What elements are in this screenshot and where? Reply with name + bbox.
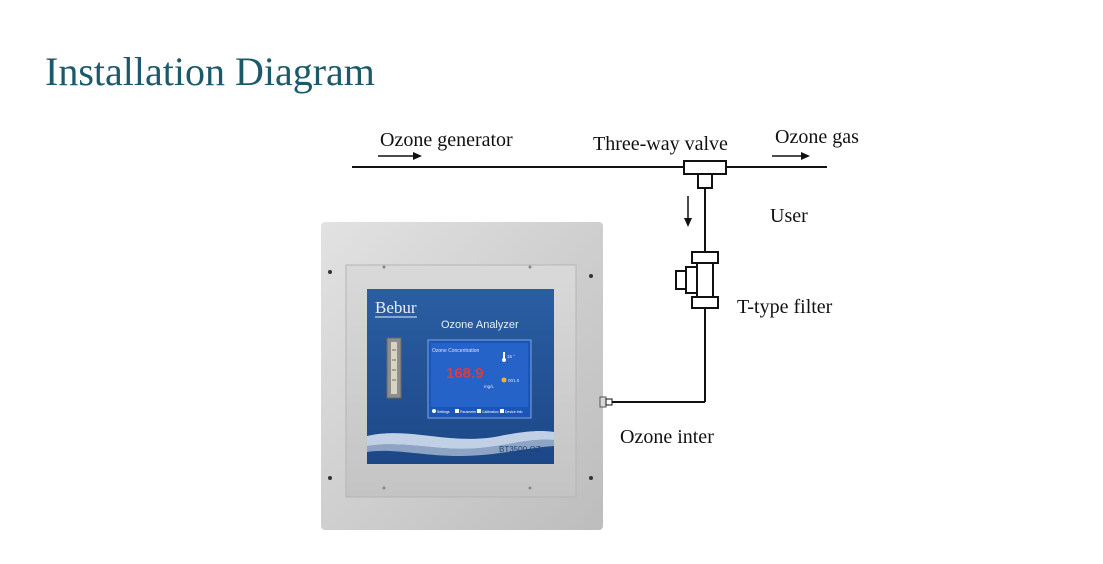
t-type-filter (675, 251, 719, 309)
device-model: BT3500-OZ (499, 445, 541, 454)
ozone-analyzer-device: Bebur Ozone Analyzer Ozone Concentration… (321, 222, 613, 530)
sample-pipe (612, 188, 706, 403)
three-way-valve (683, 160, 727, 189)
status-value: 001.0 (508, 378, 520, 383)
label-user: User (770, 205, 808, 227)
label-three-way-valve: Three-way valve (593, 133, 728, 155)
page-title: Installation Diagram (45, 49, 375, 94)
menu-item-device-info: Device Info (505, 410, 523, 414)
menu-item-parameter: Parameter (460, 410, 477, 414)
menu-icons (432, 409, 504, 413)
label-ozone-generator: Ozone generator (380, 129, 513, 151)
menu-item-calibration: Calibration (482, 410, 499, 414)
status-dot-icon (501, 377, 507, 383)
sample-inlet-fitting (599, 396, 613, 408)
thermometer-icon (502, 352, 506, 362)
device-product-name: Ozone Analyzer (441, 319, 519, 331)
label-t-type-filter: T-type filter (737, 296, 833, 318)
arrow-down-flow (684, 196, 692, 227)
concentration-reading: 168.9 (446, 365, 484, 382)
reading-unit: mg/L (484, 384, 495, 389)
menu-item-settings: Settings (437, 410, 450, 414)
device-brand: Bebur (375, 298, 417, 317)
temperature-reading: 15 ° (507, 354, 515, 359)
label-ozone-gas: Ozone gas (775, 126, 859, 148)
arrow-ozone-gas (772, 152, 810, 160)
arrow-ozone-generator (378, 152, 422, 160)
screen-heading: Ozone Concentration (432, 348, 479, 354)
label-ozone-inter: Ozone inter (620, 426, 714, 448)
